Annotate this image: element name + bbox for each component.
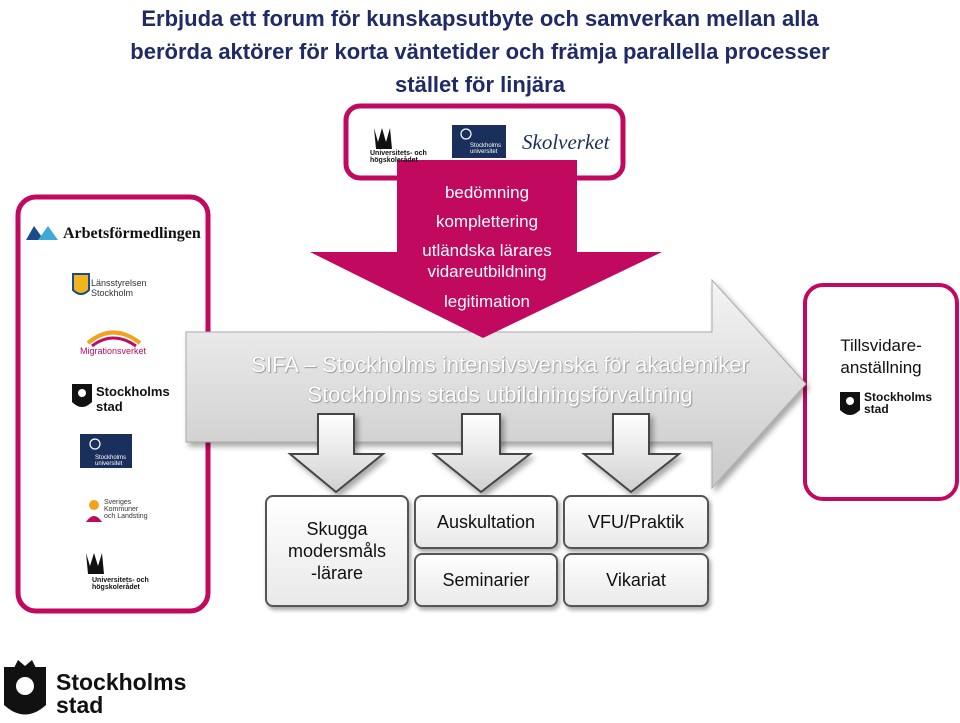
uhr-line-2: högskolerådet (92, 584, 140, 591)
outcome-line-1: Tillsvidare- (840, 336, 922, 355)
arbetsformedlingen-mark-icon (26, 226, 58, 240)
box-vikariat: Vikariat (563, 553, 709, 607)
arbetsformedlingen-logo: Arbetsförmedlingen (63, 225, 201, 242)
stockholms-stad-logo-bottom: Stockholms stad (56, 671, 186, 717)
funnel-shape (310, 160, 662, 338)
page-title: Erbjuda ett forum för kunskapsutbyte och… (20, 2, 940, 101)
title-line-2: berörda aktörer för korta väntetider och… (130, 39, 830, 64)
uhr-line-1: Universitets- och (370, 150, 427, 157)
migrationsverket-logo: Migrationsverket (80, 346, 147, 356)
sthlm-line-1: Stockholms (96, 384, 170, 399)
uhr-logo-top: Universitets- och högskolerådet (370, 150, 427, 164)
uhr-emblem-icon (374, 128, 392, 149)
stockholm-crest-icon (840, 392, 860, 415)
skl-line-1: Sveriges (104, 499, 132, 506)
stockholm-crest-icon (72, 384, 92, 407)
lansstyrelsen-logo: Länsstyrelsen Stockholm (91, 278, 147, 298)
su-line-1: Stockholms (470, 143, 502, 149)
sthlm-line-1: Stockholms (864, 390, 933, 404)
skl-line-3: och Landsting (104, 513, 148, 520)
box-auskultation: Auskultation (414, 495, 558, 549)
sthlm-line-2: stad (56, 692, 104, 718)
funnel-item-utlandska: utländska lärares (422, 241, 552, 260)
title-line-1: Erbjuda ett forum för kunskapsutbyte och… (141, 6, 819, 31)
su-logo-top: Stockholms universitet (470, 143, 501, 155)
down-arrows (287, 413, 682, 494)
lst-line-2: Stockholm (91, 288, 134, 298)
box-seminarier: Seminarier (414, 553, 558, 607)
sifa-line-1: SIFA – Stockholms intensivsvenska för ak… (251, 352, 749, 377)
box-skugga: Skugga modersmåls -lärare (265, 495, 409, 607)
su-crown-icon (80, 434, 132, 468)
down-arrow-1 (287, 413, 386, 494)
skugga-line-1: Skugga (306, 519, 368, 539)
lst-line-1: Länsstyrelsen (91, 278, 147, 288)
sifa-line-2: Stockholms stads utbildningsförvaltning (307, 382, 693, 407)
uhr-line-2: högskolerådet (370, 157, 418, 164)
outcome-line-2: anställning (840, 358, 922, 377)
down-arrow-3 (581, 413, 682, 494)
down-arrow-2 (431, 413, 533, 494)
su-logo-left: Stockholms universitet (95, 455, 126, 467)
skolverket-logo: Skolverket (522, 130, 610, 154)
uhr-line-1: Universitets- och (92, 577, 149, 584)
stockholms-stad-logo-left: Stockholms stad (96, 384, 170, 414)
funnel-item-bedomning: bedömning (444, 183, 530, 202)
migrationsverket-arc-icon (86, 330, 142, 348)
lansstyrelsen-crest-icon (72, 273, 90, 295)
funnel-item-vidareutbildning: vidareutbildning (427, 262, 547, 281)
skl-logo: Sveriges Kommuner och Landsting (104, 499, 148, 520)
su-crown-icon (452, 125, 506, 158)
su-line-2: universitet (470, 149, 498, 155)
title-line-3: stället för linjära (395, 72, 565, 97)
funnel-item-komplettering: komplettering (435, 212, 539, 231)
skl-line-2: Kommuner (104, 506, 139, 513)
skugga-line-2: modersmåls (287, 541, 387, 561)
uhr-emblem-icon (86, 553, 104, 574)
outcome-text: Tillsvidare- anställning (808, 335, 954, 379)
skl-figure-icon (86, 500, 102, 522)
stockholm-crest-icon (4, 660, 46, 715)
su-line-1: Stockholms (95, 455, 127, 461)
sthlm-line-2: stad (96, 399, 123, 414)
su-line-2: universitet (95, 461, 123, 467)
outcome-panel (803, 283, 959, 501)
sthlm-line-2: stad (864, 402, 889, 416)
skugga-line-3: -lärare (310, 563, 363, 583)
uhr-logo-left: Universitets- och högskolerådet (92, 577, 149, 591)
funnel-item-legitimation: legitimation (444, 292, 530, 311)
sthlm-line-1: Stockholms (56, 669, 187, 695)
box-vfu-praktik: VFU/Praktik (563, 495, 709, 549)
stockholms-stad-logo-outcome: Stockholms stad (864, 391, 932, 415)
sifa-arrow-text: SIFA – Stockholms intensivsvenska för ak… (190, 350, 810, 410)
